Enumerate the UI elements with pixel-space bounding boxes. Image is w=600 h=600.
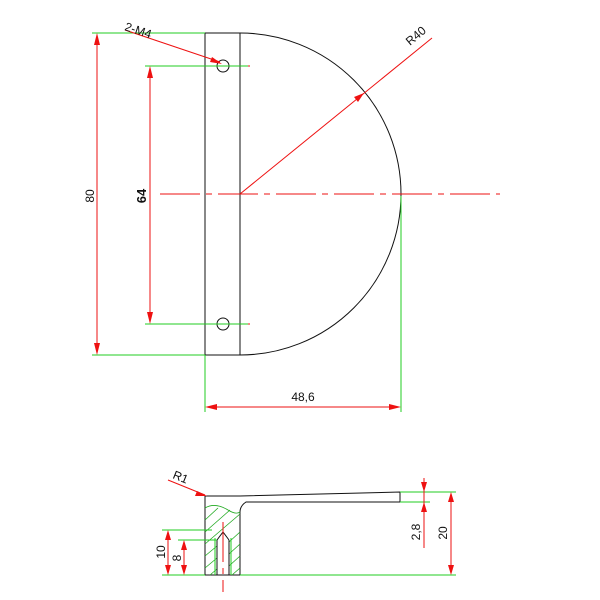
arrow-20-bottom [448,565,454,575]
arrow-80-bottom [94,343,100,355]
arrow-48-right [389,404,401,410]
dim-label-64: 64 [134,188,149,203]
label-r1: R1 [171,468,191,487]
arrow-2m4 [210,57,222,64]
arrow-10-bottom [165,565,171,575]
arrow-48-left [205,404,217,410]
leader-r40 [239,37,433,195]
arrow-2-8-bottom [421,502,427,512]
arrow-10-top [165,530,171,540]
dim-label-10: 10 [154,545,168,559]
arrow-r40 [354,93,364,102]
label-r40: R40 [403,23,429,48]
dim-label-8: 8 [170,554,184,561]
arrow-8-bottom [181,565,187,575]
arrow-80-top [94,33,100,45]
dim-label-20: 20 [436,526,450,540]
arrow-8-top [181,540,187,550]
dim-label-80: 80 [83,189,97,203]
dim-label-48-6: 48,6 [291,390,315,404]
arrow-64-top [147,66,153,78]
leader-2m4 [124,29,221,63]
top-view: 80 64 2-M4 R40 48,6 [83,20,500,412]
side-view: R1 10 8 2,8 20 [154,468,456,592]
dim-label-2-8: 2,8 [409,523,423,540]
side-part-outline [204,491,401,576]
arrow-64-bottom [147,312,153,324]
arrow-r1 [195,491,207,496]
arrow-20-top [448,492,454,502]
arrow-2-8-top [421,482,427,492]
label-2m4: 2-M4 [123,20,154,42]
